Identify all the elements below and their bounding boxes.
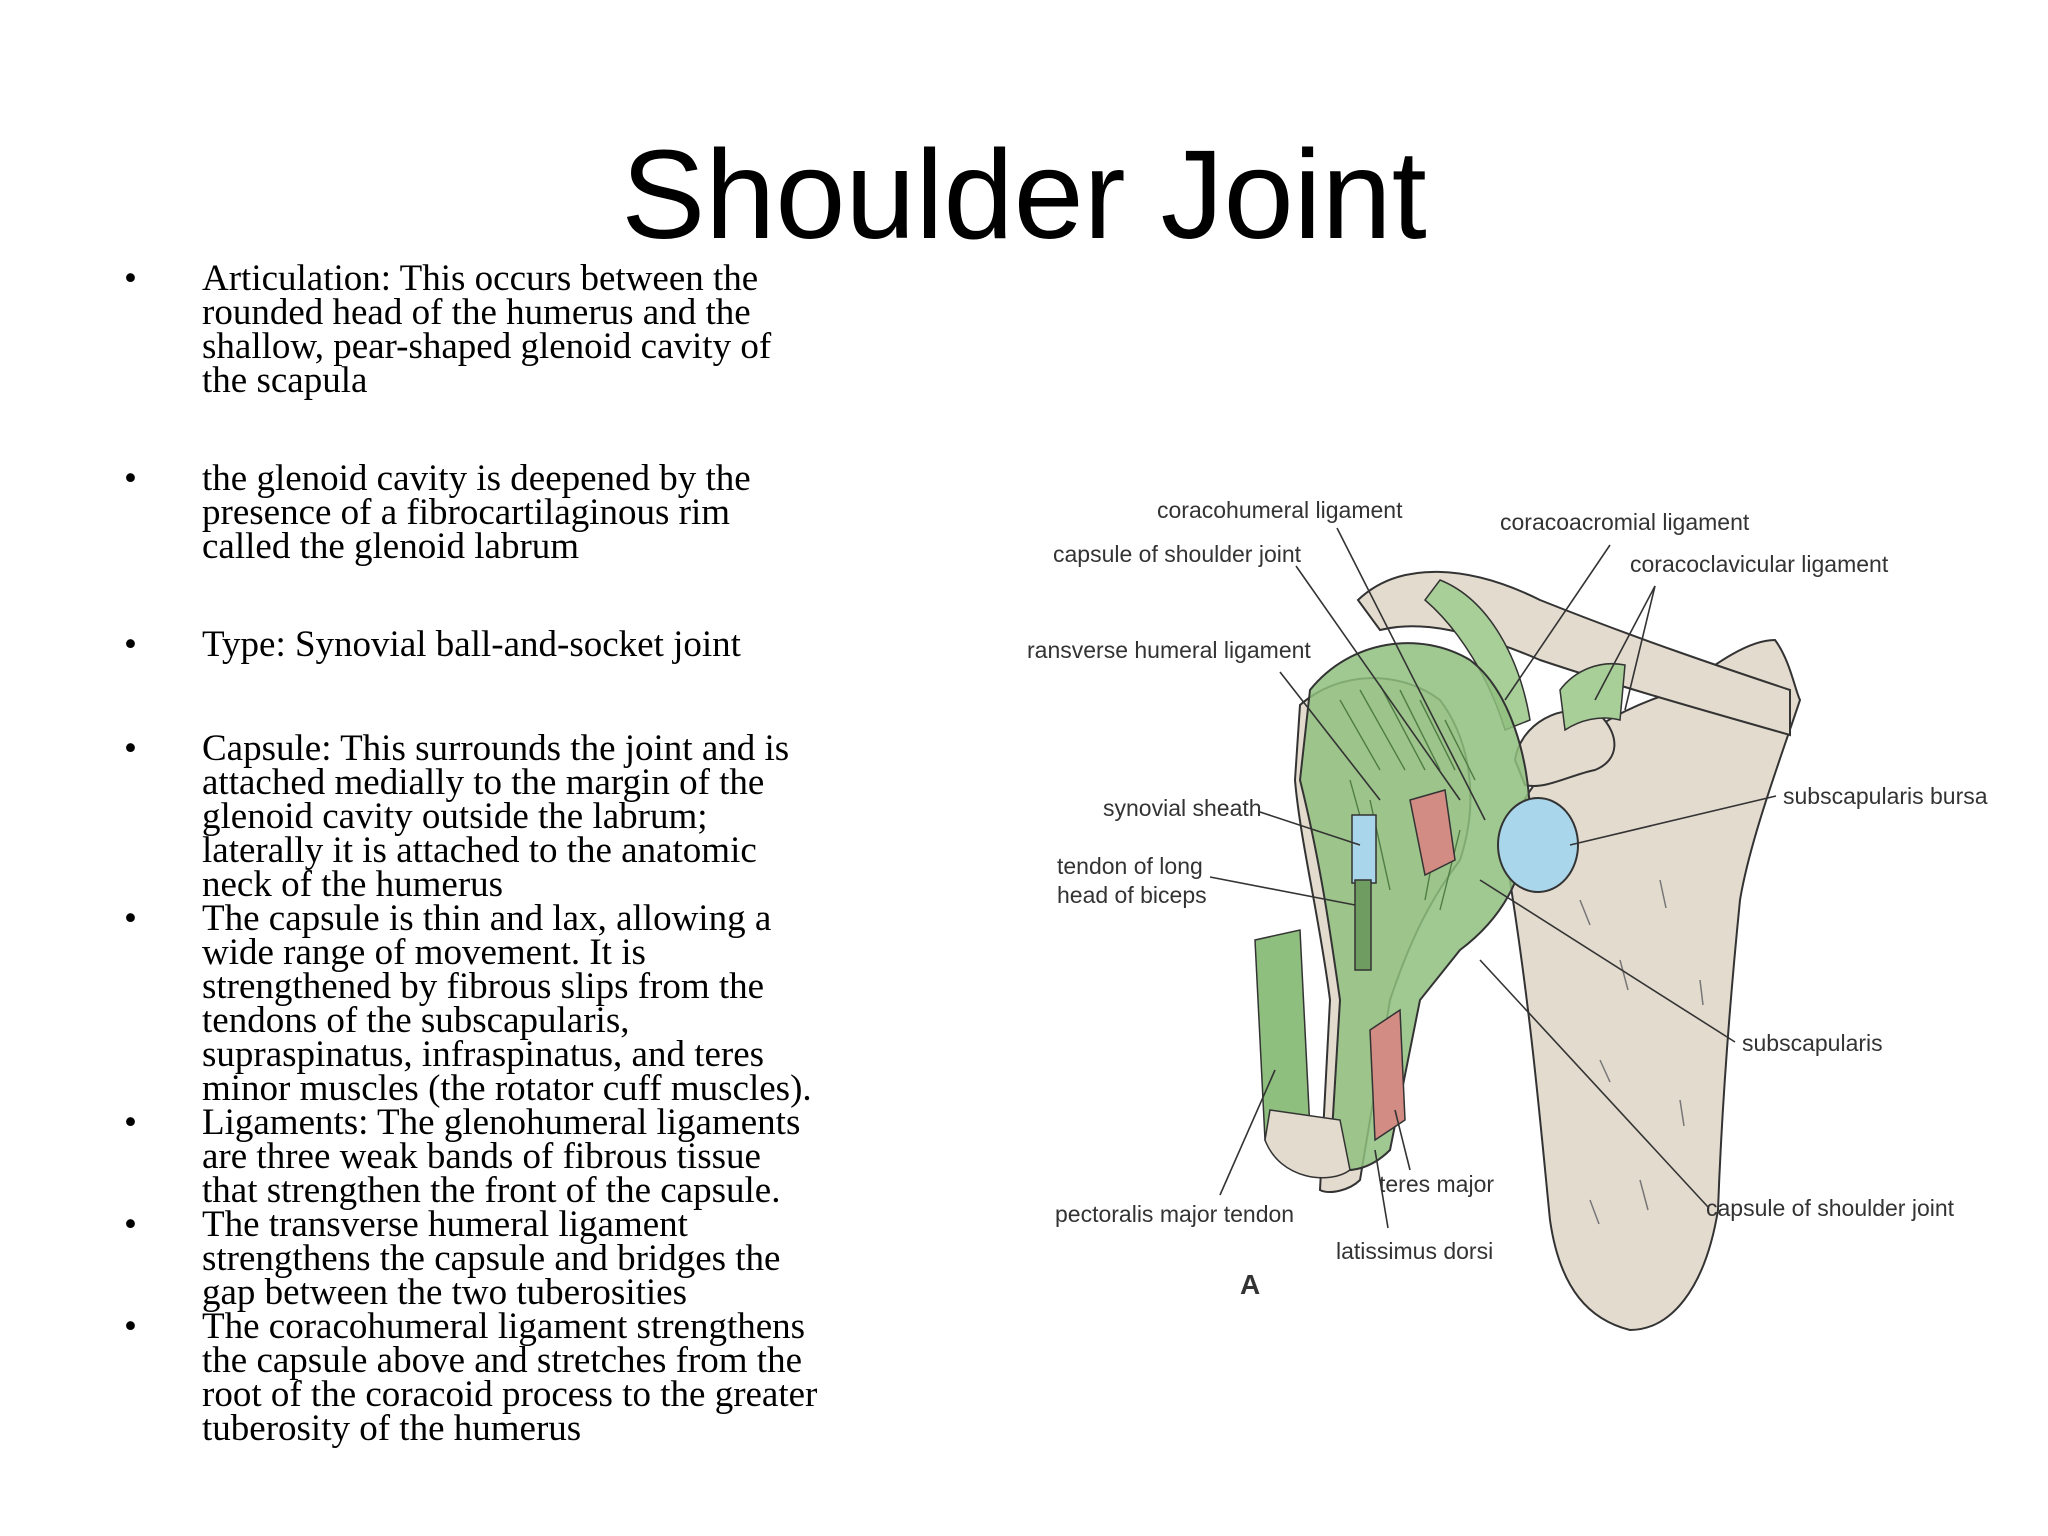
bullet-dot: • bbox=[124, 624, 137, 665]
label-coracoclavicular-ligament: coracoclavicular ligament bbox=[1630, 551, 1889, 577]
leader-coracohumeral bbox=[1336, 527, 1486, 821]
label-subscapularis: subscapularis bbox=[1742, 1030, 1883, 1056]
coracoid-process bbox=[1513, 709, 1616, 787]
cut-muscle-upper bbox=[1409, 789, 1456, 877]
bullet-line: supraspinatus, infraspinatus, and teres bbox=[202, 1034, 765, 1075]
bullet-dot: • bbox=[124, 728, 137, 769]
bullet-line: shallow, pear-shaped glenoid cavity of bbox=[202, 326, 772, 367]
bullet-capsule-lax: • The capsule is thin and lax, allowing … bbox=[110, 898, 980, 1109]
bullet-dot: • bbox=[124, 1102, 137, 1143]
shoulder-anatomy-figure: coracohumeral ligament coracoacromial li… bbox=[1027, 497, 1988, 1332]
label-pectoralis-major-tendon: pectoralis major tendon bbox=[1055, 1201, 1294, 1227]
bullet-line: Capsule: This surrounds the joint and is bbox=[202, 728, 790, 769]
bullet-line: Articulation: This occurs between the bbox=[202, 258, 759, 299]
cut-muscle-lower bbox=[1369, 1008, 1406, 1142]
leader-synovial-sheath bbox=[1259, 811, 1361, 846]
bullet-line: Ligaments: The glenohumeral ligaments bbox=[202, 1102, 801, 1143]
bullet-line: attached medially to the margin of the bbox=[202, 762, 765, 803]
label-latissimus-dorsi: latissimus dorsi bbox=[1336, 1238, 1493, 1264]
bullet-line: strengthened by fibrous slips from the bbox=[202, 966, 765, 1007]
bullet-line: The coracohumeral ligament strengthens bbox=[202, 1306, 806, 1347]
bullet-line: glenoid cavity outside the labrum; bbox=[202, 796, 708, 837]
leader-capsule-top bbox=[1295, 565, 1461, 801]
bullet-line: gap between the two tuberosities bbox=[202, 1272, 687, 1313]
label-capsule-of-shoulder-joint-bottom: capsule of shoulder joint bbox=[1706, 1195, 1955, 1221]
bullet-line: root of the coracoid process to the grea… bbox=[202, 1374, 818, 1415]
label-synovial-sheath: synovial sheath bbox=[1103, 795, 1262, 821]
bullet-type: • Type: Synovial ball-and-socket joint bbox=[110, 624, 980, 665]
scapula-texture bbox=[1579, 879, 1704, 1225]
bullet-line: are three weak bands of fibrous tissue bbox=[202, 1136, 761, 1177]
label-tendon-of-long: tendon of long bbox=[1057, 853, 1203, 879]
bullet-line: Type: Synovial ball-and-socket joint bbox=[202, 624, 741, 665]
bullet-articulation: • Articulation: This occurs between the … bbox=[110, 258, 980, 401]
bullet-line: the glenoid cavity is deepened by the bbox=[202, 458, 751, 499]
bullet-line: tendons of the subscapularis, bbox=[202, 1000, 630, 1041]
bullet-line: wide range of movement. It is bbox=[202, 932, 646, 973]
label-coracoacromial-ligament: coracoacromial ligament bbox=[1500, 509, 1750, 535]
bullet-line: the capsule above and stretches from the bbox=[202, 1340, 802, 1381]
label-capsule-of-shoulder-joint-top: capsule of shoulder joint bbox=[1053, 541, 1302, 567]
leader-tendon-biceps bbox=[1209, 876, 1356, 906]
bullet-line: The capsule is thin and lax, allowing a bbox=[202, 898, 772, 939]
bullet-coracohumeral: • The coracohumeral ligament strengthens… bbox=[110, 1306, 980, 1449]
bullet-dot: • bbox=[124, 1204, 137, 1245]
bullet-dot: • bbox=[124, 898, 137, 939]
bullet-line: rounded head of the humerus and the bbox=[202, 292, 751, 333]
capsule-muscle-shape bbox=[1298, 642, 1532, 1171]
leader-latissimus bbox=[1374, 1149, 1389, 1229]
leader-coracoclavicular-1 bbox=[1594, 585, 1656, 701]
bullet-dot: • bbox=[124, 1306, 137, 1347]
leader-subscapularis-bursa bbox=[1569, 795, 1777, 846]
slide-title: Shoulder Joint bbox=[621, 124, 1427, 265]
leader-subscapularis bbox=[1479, 879, 1736, 1043]
label-teres-major: teres major bbox=[1379, 1171, 1494, 1197]
label-coracohumeral-ligament: coracohumeral ligament bbox=[1157, 497, 1403, 523]
leader-teres-major bbox=[1394, 1109, 1411, 1171]
bullet-line: that strengthen the front of the capsule… bbox=[202, 1170, 781, 1211]
bullet-line: called the glenoid labrum bbox=[202, 526, 580, 567]
bullet-line: laterally it is attached to the anatomic bbox=[202, 830, 757, 871]
bullet-dot: • bbox=[124, 458, 137, 499]
subscapularis-bursa-shape bbox=[1497, 797, 1579, 893]
bullet-glenoid-labrum: • the glenoid cavity is deepened by the … bbox=[110, 458, 980, 567]
bullet-line: The transverse humeral ligament bbox=[202, 1204, 688, 1245]
bullet-line: tuberosity of the humerus bbox=[202, 1408, 582, 1449]
label-head-of-biceps: head of biceps bbox=[1057, 882, 1207, 908]
leader-transverse-humeral bbox=[1279, 671, 1381, 801]
bullet-dot: • bbox=[124, 258, 137, 299]
leader-coracoacromial bbox=[1504, 544, 1611, 701]
humerus-shaft-end bbox=[1264, 1109, 1351, 1179]
biceps-tendon-shape bbox=[1354, 879, 1372, 971]
label-subscapularis-bursa: subscapularis bursa bbox=[1783, 783, 1988, 809]
label-transverse-humeral-ligament: ransverse humeral ligament bbox=[1027, 637, 1311, 663]
bullet-line: minor muscles (the rotator cuff muscles)… bbox=[202, 1068, 812, 1109]
bullet-transverse-humeral: • The transverse humeral ligament streng… bbox=[110, 1204, 980, 1313]
pectoralis-major-tendon-shape bbox=[1254, 929, 1311, 1141]
bullet-line: strengthens the capsule and bridges the bbox=[202, 1238, 781, 1279]
bullet-ligaments: • Ligaments: The glenohumeral ligaments … bbox=[110, 1102, 980, 1211]
leader-capsule-bottom bbox=[1479, 959, 1709, 1208]
synovial-sheath-shape bbox=[1351, 814, 1377, 884]
coracoclavicular-ligament-shape bbox=[1559, 663, 1626, 732]
leader-pectoralis bbox=[1219, 1069, 1276, 1196]
leader-coracoclavicular-2 bbox=[1624, 585, 1656, 711]
bullet-line: neck of the humerus bbox=[202, 864, 504, 905]
bullet-line: the scapula bbox=[202, 360, 368, 401]
coracoacromial-ligament-shape bbox=[1423, 579, 1531, 732]
label-panel-letter: A bbox=[1240, 1269, 1260, 1300]
bullet-line: presence of a fibrocartilaginous rim bbox=[202, 492, 731, 533]
bullet-list: • Articulation: This occurs between the … bbox=[110, 258, 980, 1449]
bullet-capsule: • Capsule: This surrounds the joint and … bbox=[110, 728, 980, 905]
